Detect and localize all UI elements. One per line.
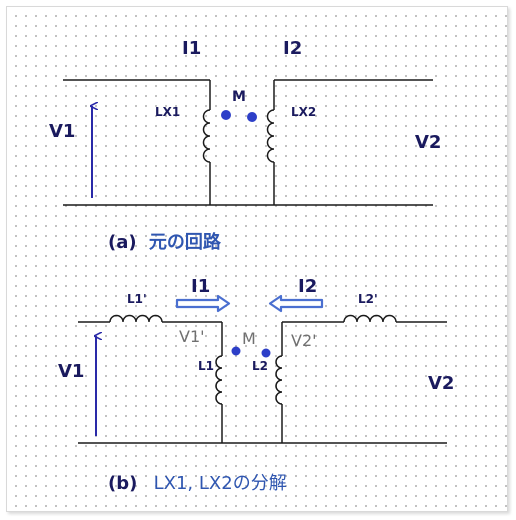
label-a-lx2: LX2 (291, 105, 316, 119)
label-b-i2: I2 (298, 276, 317, 297)
diagram-frame (6, 6, 508, 512)
circuit-a (63, 79, 433, 206)
label-b-l1: L1 (198, 359, 214, 373)
caption-a-text: 元の回路 (149, 231, 222, 253)
caption-b: (b) LX1, LX2の分解 (108, 473, 287, 494)
label-a-i1: I1 (182, 38, 201, 59)
label-b-l2: L2 (252, 359, 268, 373)
label-b-v1p: V1' (179, 327, 205, 346)
coil-lx2 (266, 109, 275, 163)
dot-b-right (261, 348, 271, 358)
label-b-v1: V1 (58, 361, 84, 382)
dot-a-left (221, 110, 231, 120)
label-a-v2: V2 (415, 132, 441, 153)
label-b-m: M (242, 329, 256, 348)
current-arrow-i1 (175, 294, 231, 313)
caption-b-prefix: (b) (108, 473, 137, 494)
label-a-v1: V1 (49, 121, 75, 142)
dot-a-right (247, 112, 257, 122)
dot-b-left (231, 346, 241, 356)
label-b-i1: I1 (191, 276, 210, 297)
coil-l1 (215, 355, 223, 405)
label-a-i2: I2 (283, 38, 302, 59)
label-a-lx1: LX1 (155, 105, 180, 119)
coil-lx1 (202, 109, 211, 163)
label-a-m: M (232, 89, 246, 105)
label-b-v2: V2 (428, 373, 454, 394)
label-b-l2p: L2' (358, 292, 378, 306)
caption-b-text: LX1, LX2の分解 (154, 473, 287, 494)
label-b-l1p: L1' (127, 292, 147, 306)
current-arrow-i2 (268, 294, 324, 313)
caption-a: (a) 元の回路 (108, 231, 222, 253)
coil-l2p (343, 314, 397, 323)
caption-a-prefix: (a) (108, 232, 137, 253)
label-b-v2p: V2' (291, 331, 317, 350)
coil-l1p (109, 314, 163, 323)
circuit-b (78, 314, 447, 444)
coil-l2 (275, 355, 283, 405)
